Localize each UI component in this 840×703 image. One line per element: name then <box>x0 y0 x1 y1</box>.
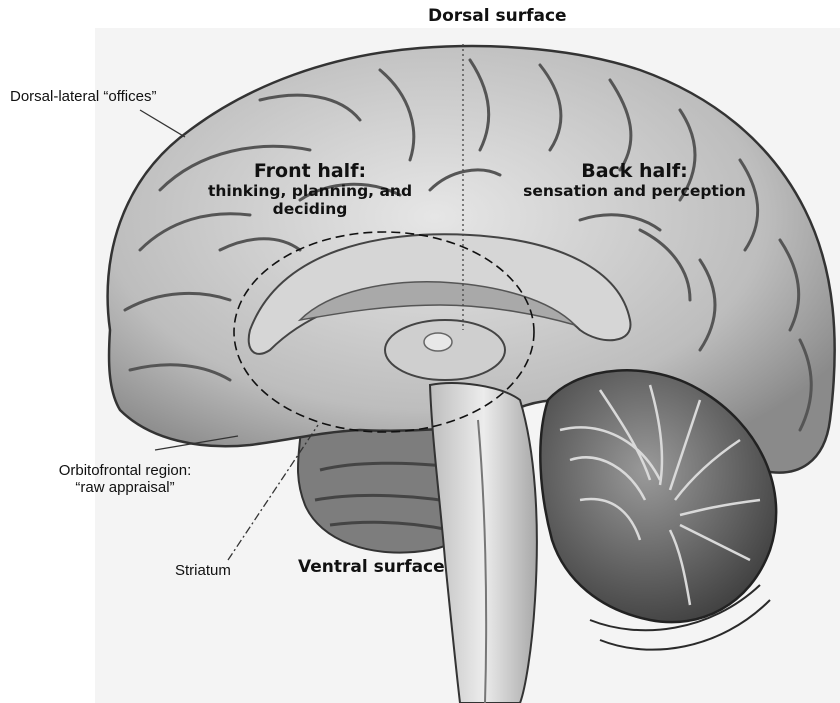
back-half-desc: sensation and perception <box>482 182 787 200</box>
orbitofrontal-line1: Orbitofrontal region: <box>20 462 230 479</box>
dorsal-surface-label: Dorsal surface <box>428 6 567 26</box>
ventral-surface-label: Ventral surface <box>298 557 445 577</box>
front-half-desc-line1: thinking, planning, and <box>160 182 460 200</box>
orbitofrontal-label: Orbitofrontal region: “raw appraisal” <box>20 462 230 496</box>
front-half-desc-line2: deciding <box>160 200 460 218</box>
striatum-label: Striatum <box>175 562 231 579</box>
front-half-title: Front half: <box>160 160 460 182</box>
orbitofrontal-line2: “raw appraisal” <box>20 479 230 496</box>
front-half-label: Front half: thinking, planning, and deci… <box>160 160 460 218</box>
dorsal-lateral-label: Dorsal-lateral “offices” <box>10 88 156 105</box>
back-half-label: Back half: sensation and perception <box>482 160 787 200</box>
back-half-title: Back half: <box>482 160 787 182</box>
